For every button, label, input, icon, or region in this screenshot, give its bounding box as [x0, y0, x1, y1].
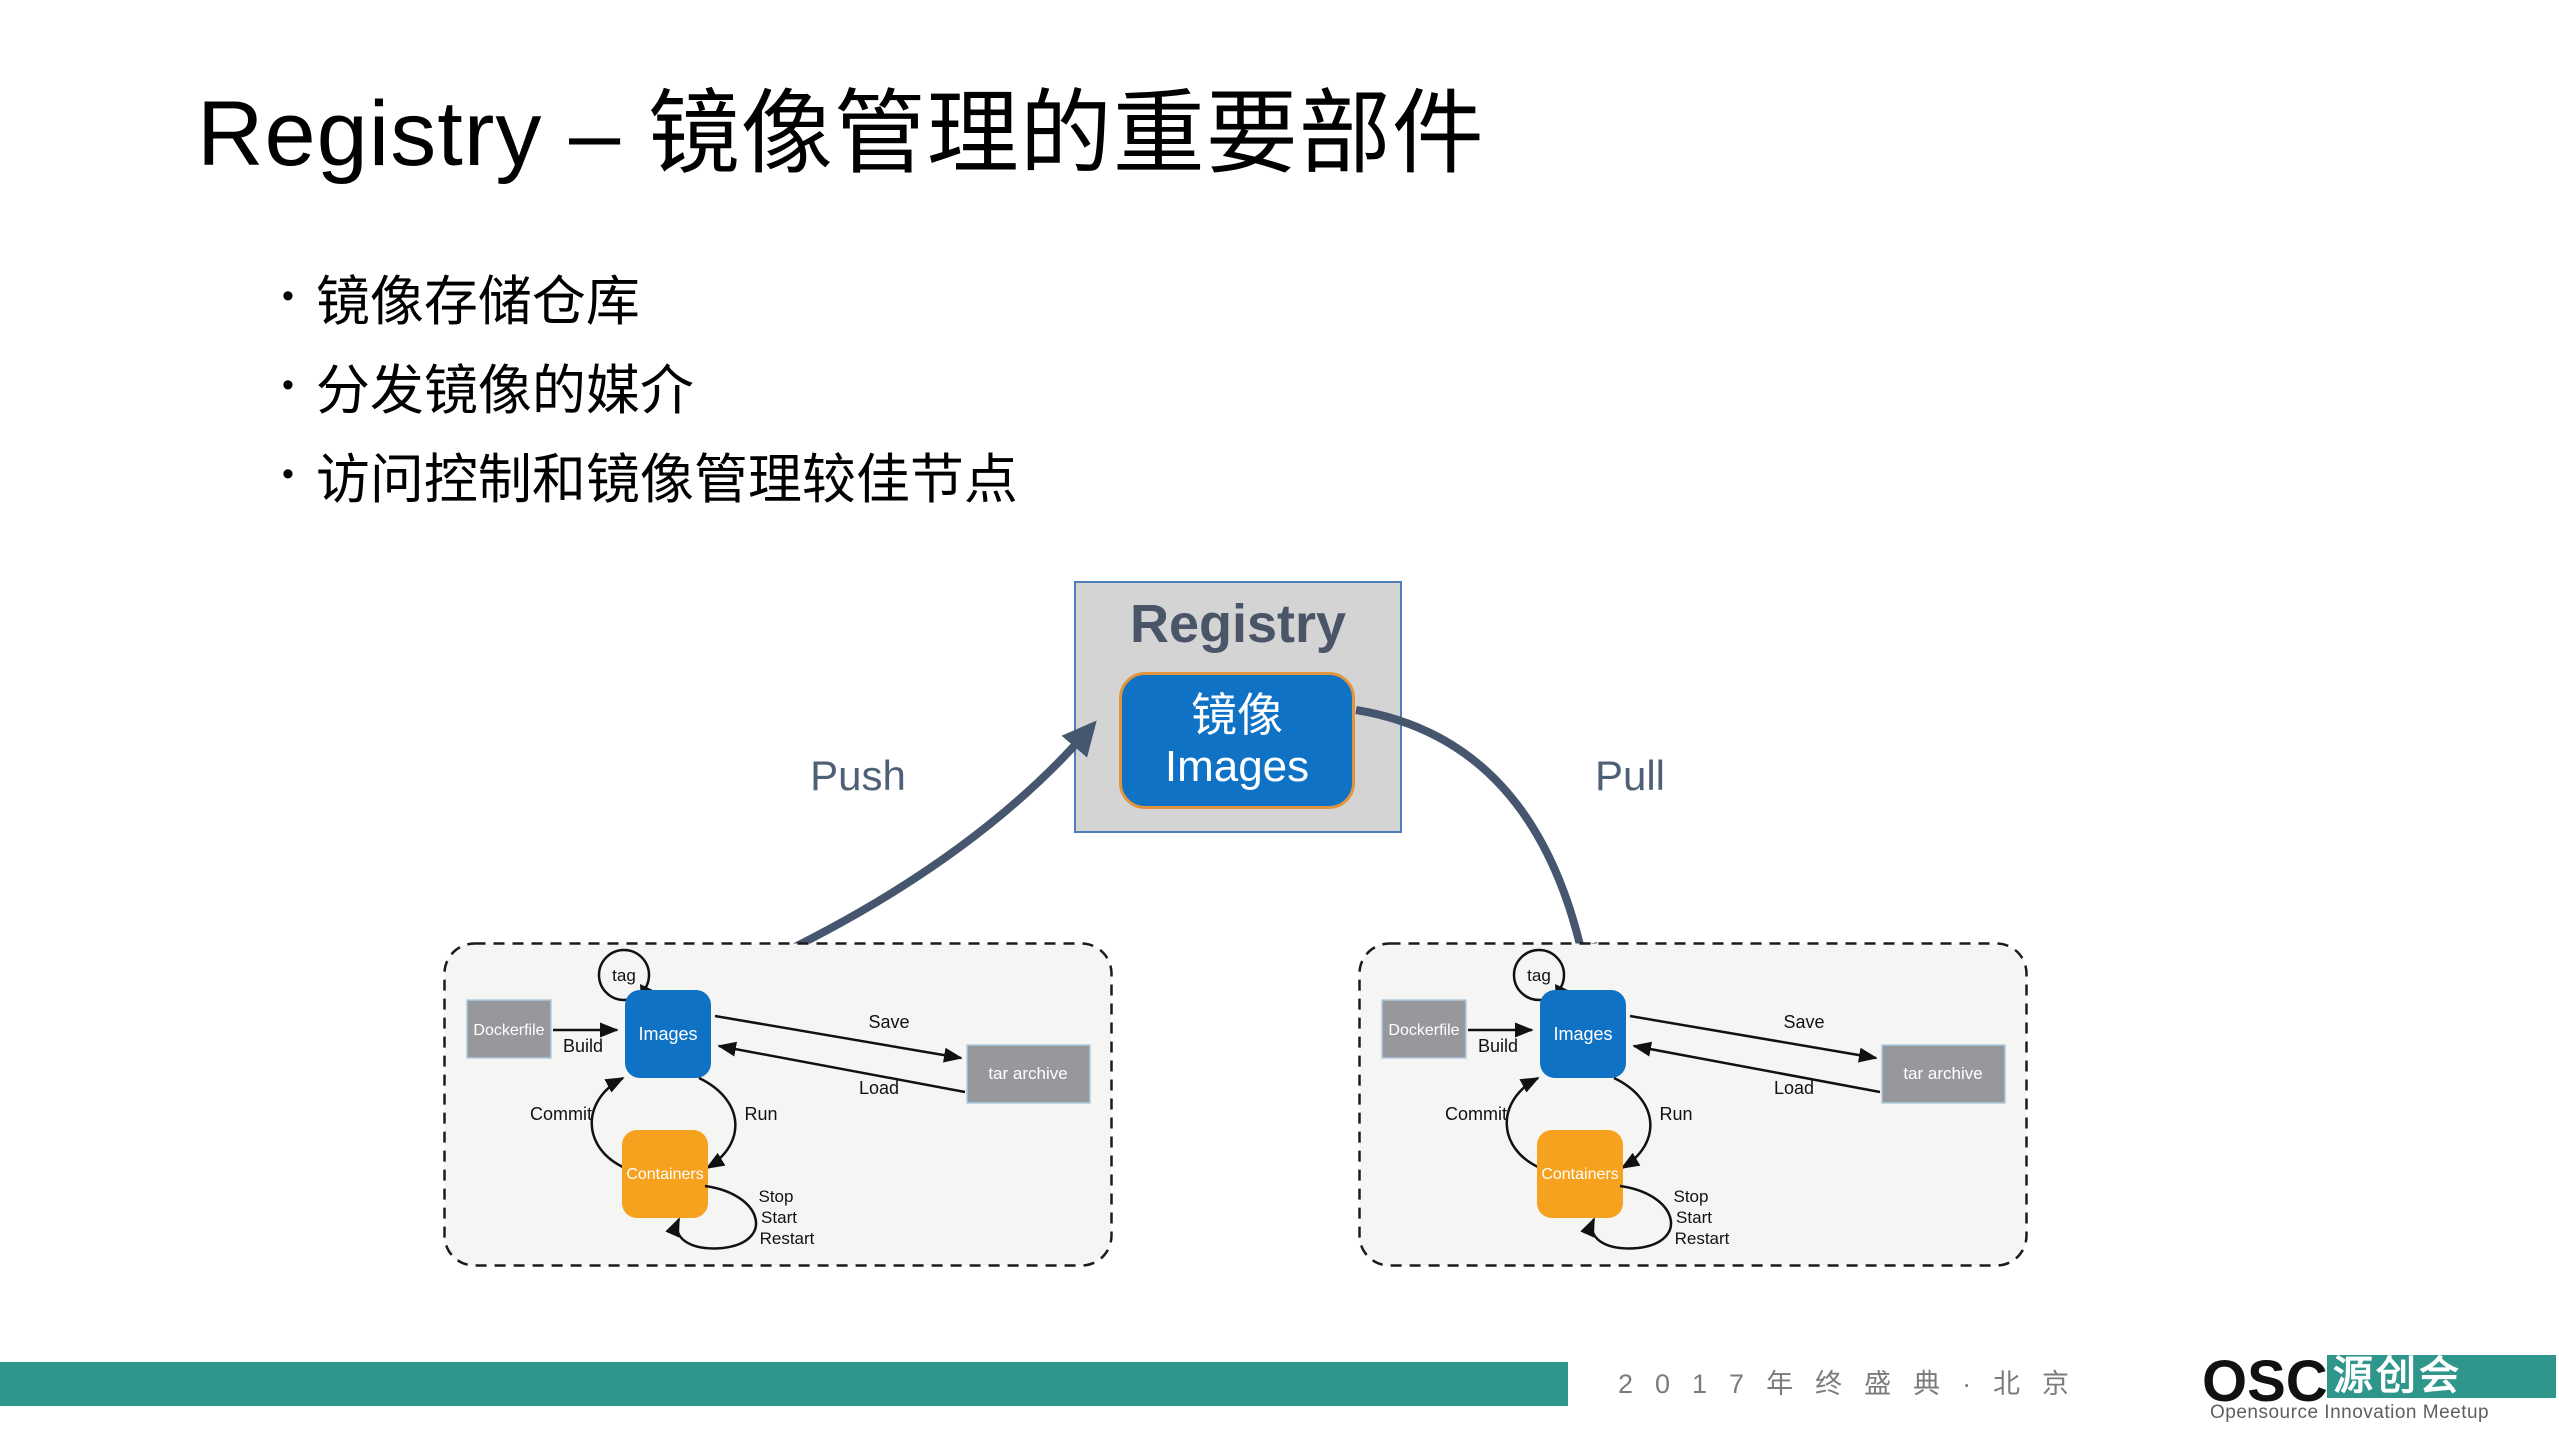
tag-label: tag — [1527, 966, 1551, 985]
save-arrow — [714, 1014, 963, 1063]
bullet-text: 分发镜像的媒介 — [315, 361, 694, 421]
commit-label: Commit — [530, 1104, 592, 1124]
load-arrow — [717, 1041, 966, 1094]
restart-label: Restart — [1675, 1229, 1730, 1248]
start-label: Start — [1676, 1208, 1712, 1227]
tar-archive-label: tar archive — [988, 1064, 1067, 1083]
stop-label: Stop — [1674, 1187, 1709, 1206]
dockerfile-node — [466, 999, 552, 1059]
bullet-list: • 镜像存储仓库 • 分发镜像的媒介 • 访问控制和镜像管理较佳节点 — [282, 252, 1018, 519]
footer-accent-bar — [0, 1362, 1568, 1406]
load-label: Load — [1774, 1078, 1814, 1098]
dockerfile-node — [1381, 999, 1467, 1059]
registry-images-label-en: Images — [1164, 741, 1310, 791]
commit-label: Commit — [1445, 1104, 1507, 1124]
bullet-dot-icon: • — [282, 277, 294, 315]
save-label: Save — [868, 1012, 909, 1032]
registry-images-label-zh: 镜像 — [1191, 688, 1283, 741]
run-arrow — [1613, 1076, 1652, 1170]
push-label: Push — [810, 752, 906, 799]
bullet-text: 访问控制和镜像管理较佳节点 — [315, 450, 1018, 510]
run-label: Run — [744, 1104, 777, 1124]
osc-logo: OSC — [2202, 1349, 2328, 1414]
build-label: Build — [563, 1036, 603, 1056]
load-arrow — [1632, 1041, 1881, 1094]
run-arrow — [698, 1076, 737, 1170]
bullet-item: • 分发镜像的媒介 — [282, 341, 1018, 430]
bullet-item: • 镜像存储仓库 — [282, 252, 1018, 341]
slide-title: Registry – 镜像管理的重要部件 — [197, 83, 1485, 185]
load-label: Load — [859, 1078, 899, 1098]
stop-start-restart-loop-arrow — [1580, 1184, 1673, 1250]
build-label: Build — [1478, 1036, 1518, 1056]
commit-arrow — [1505, 1076, 1541, 1170]
save-label: Save — [1783, 1012, 1824, 1032]
footer-event-text: 2017年终盛典·北京 — [1618, 1369, 2092, 1399]
bullet-text: 镜像存储仓库 — [315, 272, 640, 332]
osc-tagline: Opensource Innovation Meetup — [2210, 1402, 2490, 1423]
osc-logo-zh-block: 源创会 — [2327, 1355, 2556, 1398]
registry-box: Registry 镜像 Images — [1074, 581, 1402, 833]
bullet-item: • 访问控制和镜像管理较佳节点 — [282, 430, 1018, 519]
registry-title: Registry — [1129, 594, 1347, 654]
start-label: Start — [761, 1208, 797, 1227]
stop-start-restart-loop-arrow — [665, 1184, 758, 1250]
tag-label: tag — [612, 966, 636, 985]
containers-label: Containers — [1541, 1166, 1618, 1183]
pull-label: Pull — [1594, 752, 1666, 799]
tar-archive-node — [966, 1044, 1091, 1104]
containers-label: Containers — [626, 1166, 703, 1183]
containers-node — [622, 1130, 708, 1218]
bullet-dot-icon: • — [282, 366, 294, 404]
containers-node — [1537, 1130, 1623, 1218]
run-label: Run — [1659, 1104, 1692, 1124]
dockerfile-label: Dockerfile — [1388, 1022, 1459, 1039]
tag-loop-arrow — [597, 948, 651, 1002]
images-node — [1540, 990, 1626, 1078]
commit-arrow — [590, 1076, 626, 1170]
bullet-dot-icon: • — [282, 455, 294, 493]
tar-archive-label: tar archive — [1903, 1064, 1982, 1083]
images-label: Images — [638, 1024, 697, 1044]
save-arrow — [1629, 1014, 1878, 1063]
registry-images-node: 镜像 Images — [1119, 672, 1355, 809]
restart-label: Restart — [760, 1229, 815, 1248]
docker-flow-left: Dockerfile Build tag Images Save Load ta… — [443, 942, 1113, 1267]
tar-archive-node — [1881, 1044, 2006, 1104]
tag-loop-arrow — [1512, 948, 1566, 1002]
images-node — [625, 990, 711, 1078]
images-label: Images — [1553, 1024, 1612, 1044]
dockerfile-label: Dockerfile — [473, 1022, 544, 1039]
stop-label: Stop — [759, 1187, 794, 1206]
docker-flow-right: Dockerfile Build tag Images Save Load ta… — [1358, 942, 2028, 1267]
